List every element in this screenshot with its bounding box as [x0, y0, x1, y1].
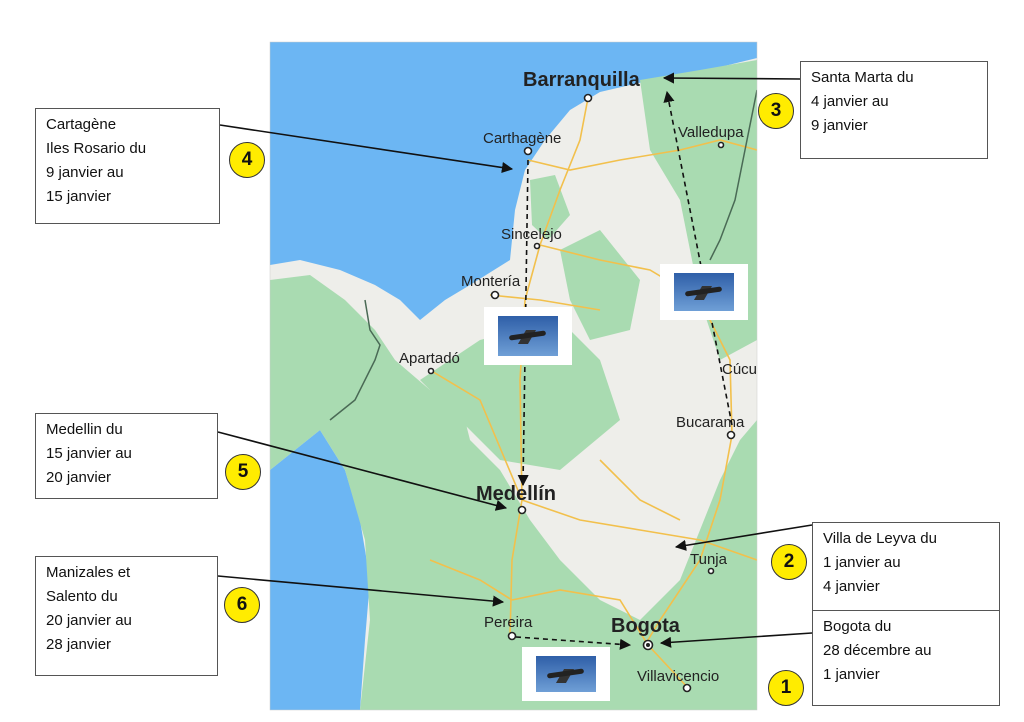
city-label-villavicencio: Villavicencio	[637, 668, 719, 685]
airplane-photo	[484, 307, 572, 365]
stop-text: 28 janvier	[46, 636, 112, 653]
city-label-monteria: Montería	[461, 273, 521, 290]
stop-text: Iles Rosario du	[46, 140, 147, 157]
stop-text: Villa de Leyva du	[823, 530, 937, 547]
pacific-ocean	[270, 430, 370, 710]
stop-number-badge: 2	[771, 544, 807, 580]
city-label-cucuta: Cúcu	[722, 361, 757, 378]
city-label-tunja: Tunja	[690, 551, 728, 568]
stop-text: 28 décembre au	[823, 642, 932, 659]
stop-number-badge: 6	[224, 587, 260, 623]
city-label-medellin: Medellín	[476, 483, 556, 505]
stop-box-5: Medellin du 15 janvier au 20 janvier	[35, 413, 218, 499]
city-label-bucaramanga: Bucarama	[676, 414, 745, 431]
stop-text: 20 janvier au	[46, 612, 132, 629]
stop-text: 4 janvier	[823, 578, 880, 595]
stop-text: 9 janvier au	[46, 164, 124, 181]
city-label-valledupar: Valledupa	[678, 124, 744, 141]
border-line	[709, 89, 757, 261]
city-markers	[427, 93, 736, 693]
stop-box-2: Villa de Leyva du 1 janvier au 4 janvier	[812, 522, 1000, 611]
stop-text: 15 janvier au	[46, 445, 132, 462]
forest	[560, 230, 640, 340]
stop-box-3: Santa Marta du 4 janvier au 9 janvier	[800, 61, 988, 159]
stop-box-6: Manizales et Salento du 20 janvier au 28 ja…	[35, 556, 218, 676]
stop-text: Bogota du	[823, 618, 892, 635]
forest	[270, 275, 757, 710]
stop-text: 1 janvier au	[823, 554, 901, 571]
stop-text: 20 janvier	[46, 469, 112, 486]
airplane-photo	[660, 264, 748, 320]
city-label-pereira: Pereira	[484, 614, 533, 631]
stop-number-badge: 3	[758, 93, 794, 129]
city-label-sincelejo: Sincelejo	[501, 226, 562, 243]
stop-text: Manizales et	[46, 564, 131, 581]
stop-text: Medellin du	[46, 421, 123, 438]
airplane-photo	[522, 647, 610, 701]
stop-text: 15 janvier	[46, 188, 112, 205]
stop-number-badge: 4	[229, 142, 265, 178]
stop-text: 9 janvier	[811, 117, 868, 134]
roads	[429, 97, 757, 691]
map-frame	[269, 41, 758, 711]
stop-box-1: Bogota du 28 décembre au 1 janvier	[812, 610, 1000, 706]
stop-text: 1 janvier	[823, 666, 880, 683]
stop-number-badge: 1	[768, 670, 804, 706]
city-label-carthagene: Carthagène	[483, 130, 561, 147]
stop-text: Salento du	[46, 588, 118, 605]
stop-text: Santa Marta du	[811, 69, 914, 86]
border-line	[329, 299, 381, 421]
city-label-apartado: Apartadó	[399, 350, 460, 367]
city-label-bogota: Bogota	[611, 615, 681, 637]
stop-number-badge: 5	[225, 454, 261, 490]
caribbean-sea	[270, 42, 757, 320]
callout-arrows	[217, 72, 813, 648]
stop-text: 4 janvier au	[811, 93, 889, 110]
city-label-barranquilla: Barranquilla	[523, 69, 641, 91]
stop-text: Cartagène	[46, 116, 117, 133]
